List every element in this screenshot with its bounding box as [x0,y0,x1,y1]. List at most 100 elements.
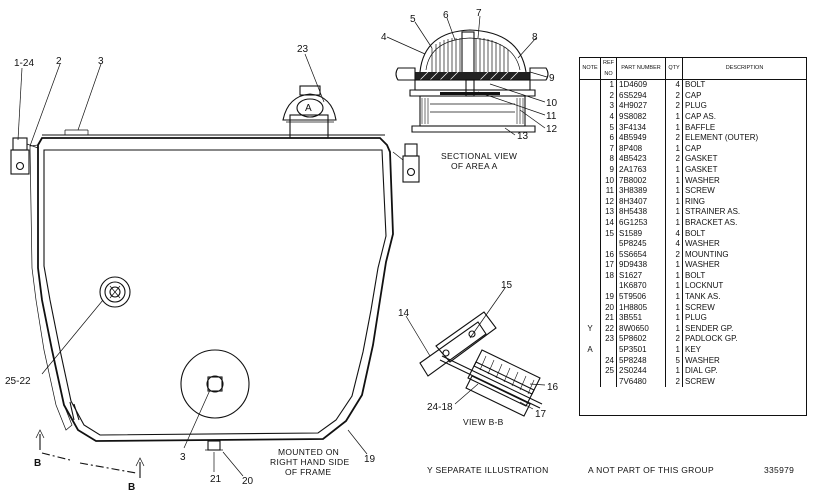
cell-note [580,249,601,261]
cell-part: 1K6870 [616,281,666,293]
cell-desc: BOLT [685,80,706,90]
callout-25-22: 25-22 [5,376,31,387]
cell-note [580,101,601,112]
cell-ref: 17 [600,260,617,271]
cell-desc: SCREW [685,376,715,386]
cell-note [580,260,601,271]
cell-part: 6S5294 [616,90,666,102]
cell-desc: KEY [685,345,702,355]
cell-note [580,313,601,324]
cell-qty: 1 [665,323,683,335]
cell-qty: 4 [665,228,683,240]
cell-ref: 18 [600,270,617,282]
cell-qty: 1 [665,366,683,377]
cell-note [580,270,601,282]
cell-ref: 11 [600,186,617,197]
cell-qty: 2 [665,154,683,165]
cell-qty: 2 [665,249,683,261]
caption-view-bb: VIEW B-B [463,417,504,427]
cell-note [580,133,601,144]
cell-qty: 1 [665,260,683,271]
cell-qty: 1 [665,196,683,208]
cell-desc: RING [685,196,705,206]
cell-note [580,79,601,91]
cell-part: 8P408 [616,143,666,155]
cell-qty: 2 [665,376,683,388]
cell-part: 4H9027 [616,101,666,112]
callout-11: 11 [546,111,557,122]
cell-part: 7V6480 [616,376,666,388]
cell-ref: 2 [600,90,617,102]
callout-14: 14 [398,308,410,319]
cell-qty: 2 [665,334,683,346]
cell-part: S1627 [616,270,666,282]
caption-sectional-2: OF AREA A [451,161,498,171]
cell-qty: 4 [665,239,683,250]
cell-desc: BRACKET AS. [685,217,738,227]
cell-desc: WASHER [685,260,720,270]
callout-7: 7 [476,8,482,19]
cell-note [580,175,601,187]
cell-part: 5S6654 [616,249,666,261]
caption-sectional-1: SECTIONAL VIEW [441,151,517,161]
callout-24-18: 24-18 [427,402,453,413]
cell-desc: GASKET [685,154,718,164]
cell-desc: SCREW [685,186,715,196]
callout-3-top: 3 [98,56,104,67]
cell-desc: PLUG [685,101,707,111]
cell-ref: 14 [600,217,617,229]
cell-qty: 1 [665,122,683,134]
cell-note [580,366,601,377]
fuel-tank [10,85,420,451]
col-ref: REF NO [600,58,617,81]
caption-mounted-3: OF FRAME [285,467,331,477]
cell-qty: 5 [665,355,683,367]
sectional-leaders [386,15,548,136]
cell-desc: WASHER [685,355,720,365]
cell-desc: BAFFLE [685,122,716,132]
cell-note [580,217,601,229]
callout-21: 21 [210,474,222,485]
cell-ref: 23 [600,334,617,346]
callout-13: 13 [517,131,529,142]
marker-a: A [305,103,312,114]
cell-ref: 16 [600,249,617,261]
cell-part: 1D4609 [616,79,666,91]
cell-ref: 6 [600,133,617,144]
cell-part: 4B5423 [616,154,666,165]
callout-3-bottom: 3 [180,452,186,463]
callout-19: 19 [364,454,376,465]
cell-note [580,186,601,197]
cell-part: 9S8082 [616,111,666,123]
cell-part: 5P3501 [616,345,666,356]
cell-ref: 7 [600,143,617,155]
cell-note [580,122,601,134]
cell-desc: CAP [685,90,702,100]
cell-part: 3H8389 [616,186,666,197]
callout-6: 6 [443,10,449,21]
cell-ref: 15 [600,228,617,240]
callout-20: 20 [242,476,254,487]
col-qty: QTY [665,58,683,81]
cell-ref: 12 [600,196,617,208]
cell-qty: 1 [665,207,683,218]
callout-8: 8 [532,32,538,43]
cell-desc: STRAINER AS. [685,207,741,217]
cell-ref [600,281,617,293]
cell-part: 3F4134 [616,122,666,134]
cell-desc: LOCKNUT [685,281,724,291]
cell-part: 7B8002 [616,175,666,187]
cell-note [580,143,601,155]
cell-note [580,154,601,165]
